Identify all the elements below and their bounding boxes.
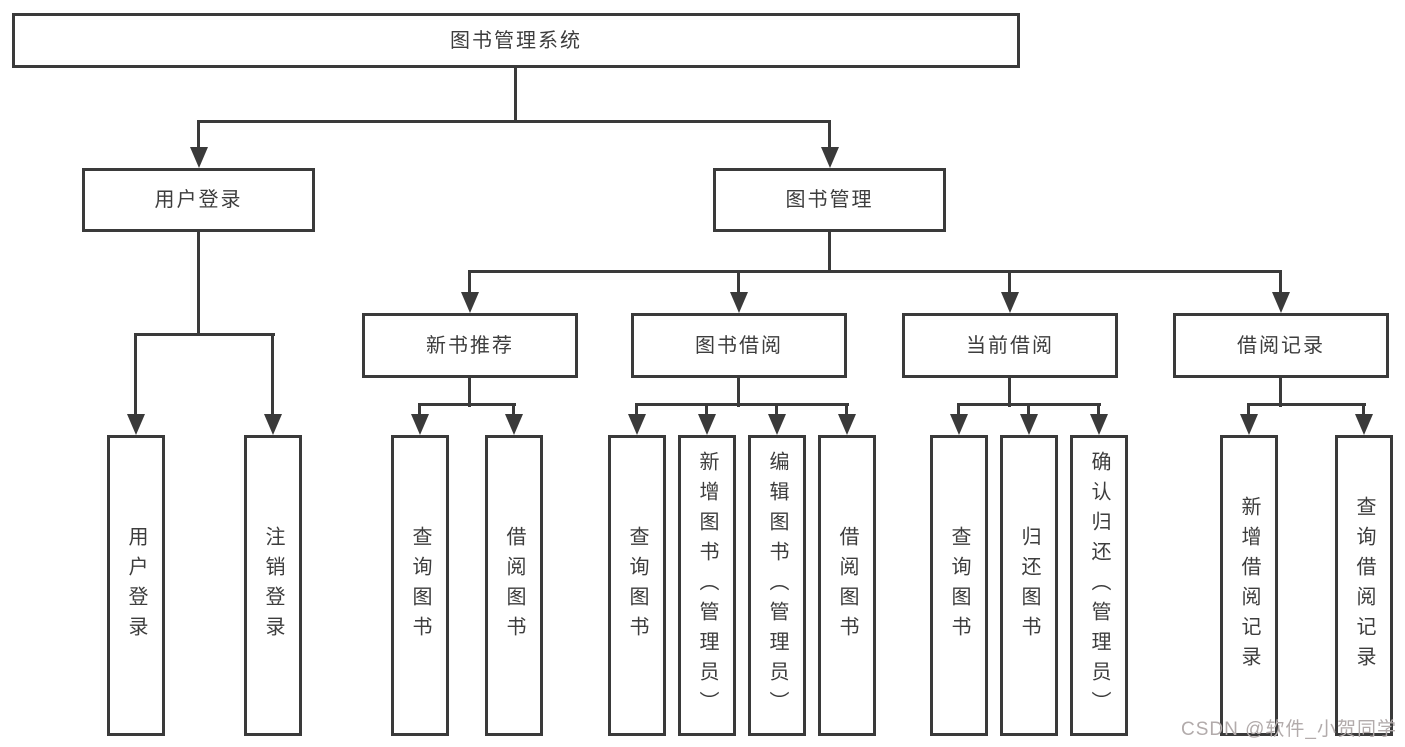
leaf-borrow-books-borrowing: 借阅图书 bbox=[818, 435, 876, 736]
connector-book-management-stem bbox=[828, 232, 831, 273]
arrowhead-down bbox=[1001, 292, 1019, 313]
arrowhead-down bbox=[821, 147, 839, 168]
arrowhead-down bbox=[127, 414, 145, 435]
node-borrowing-records: 借阅记录 bbox=[1173, 313, 1389, 378]
connector-drop-leaf bbox=[635, 403, 638, 416]
leaf-query-books-recommend: 查询图书 bbox=[391, 435, 449, 736]
arrowhead-down bbox=[698, 414, 716, 435]
connector-root-stem bbox=[514, 66, 517, 123]
arrowhead-down bbox=[838, 414, 856, 435]
arrowhead-down bbox=[1020, 414, 1038, 435]
connector-current-borrowing-stem bbox=[1008, 378, 1011, 407]
arrowhead-down bbox=[190, 147, 208, 168]
connector-drop-borrowing-records bbox=[1279, 270, 1282, 295]
connector-borrowing-records-bar bbox=[1247, 403, 1366, 406]
connector-drop-leaf bbox=[418, 403, 421, 416]
leaf-user-login: 用户登录 bbox=[107, 435, 165, 736]
connector-user-login-stem bbox=[197, 232, 200, 336]
connector-level1-bar bbox=[197, 120, 831, 123]
connector-drop-leaf bbox=[1247, 403, 1250, 416]
arrowhead-down bbox=[628, 414, 646, 435]
leaf-query-borrow-record: 查询借阅记录 bbox=[1335, 435, 1393, 736]
leaf-edit-book-admin: 编辑图书（管理员） bbox=[748, 435, 806, 736]
arrowhead-down bbox=[461, 292, 479, 313]
connector-drop-new-book bbox=[468, 270, 471, 295]
leaf-query-books-borrowing: 查询图书 bbox=[608, 435, 666, 736]
connector-drop-book-borrowing bbox=[737, 270, 740, 295]
arrowhead-down bbox=[264, 414, 282, 435]
connector-borrowing-records-stem bbox=[1279, 378, 1282, 407]
node-book-borrowing: 图书借阅 bbox=[631, 313, 847, 378]
connector-drop-leaf bbox=[271, 333, 274, 416]
connector-drop-leaf bbox=[705, 403, 708, 416]
arrowhead-down bbox=[1090, 414, 1108, 435]
connector-drop-leaf bbox=[512, 403, 515, 416]
connector-book-borrowing-bar bbox=[635, 403, 849, 406]
leaf-add-book-admin: 新增图书（管理员） bbox=[678, 435, 736, 736]
leaf-confirm-return-admin: 确认归还（管理员） bbox=[1070, 435, 1128, 736]
node-new-book-recommendation: 新书推荐 bbox=[362, 313, 578, 378]
connector-drop-user-login bbox=[197, 120, 200, 150]
connector-drop-book-management bbox=[828, 120, 831, 150]
leaf-return-books: 归还图书 bbox=[1000, 435, 1058, 736]
node-user-login: 用户登录 bbox=[82, 168, 315, 232]
connector-drop-leaf bbox=[1027, 403, 1030, 416]
connector-new-book-bar bbox=[418, 403, 516, 406]
connector-user-login-bar bbox=[134, 333, 275, 336]
node-current-borrowing: 当前借阅 bbox=[902, 313, 1118, 378]
leaf-borrow-books-recommend: 借阅图书 bbox=[485, 435, 543, 736]
arrowhead-down bbox=[730, 292, 748, 313]
connector-drop-leaf bbox=[775, 403, 778, 416]
connector-drop-leaf bbox=[845, 403, 848, 416]
csdn-watermark: CSDN @软件_小贺同学 bbox=[1181, 719, 1397, 740]
arrowhead-down bbox=[768, 414, 786, 435]
arrowhead-down bbox=[411, 414, 429, 435]
connector-book-borrowing-stem bbox=[737, 378, 740, 407]
node-root: 图书管理系统 bbox=[12, 13, 1020, 68]
leaf-query-books-current: 查询图书 bbox=[930, 435, 988, 736]
connector-level2-bar bbox=[468, 270, 1282, 273]
arrowhead-down bbox=[1240, 414, 1258, 435]
connector-drop-current-borrowing bbox=[1008, 270, 1011, 295]
connector-new-book-stem bbox=[468, 378, 471, 407]
arrowhead-down bbox=[505, 414, 523, 435]
arrowhead-down bbox=[1355, 414, 1373, 435]
connector-drop-leaf bbox=[1362, 403, 1365, 416]
connector-drop-leaf bbox=[134, 333, 137, 416]
arrowhead-down bbox=[1272, 292, 1290, 313]
node-book-management: 图书管理 bbox=[713, 168, 946, 232]
connector-drop-leaf bbox=[1097, 403, 1100, 416]
leaf-add-borrow-record: 新增借阅记录 bbox=[1220, 435, 1278, 736]
leaf-logout: 注销登录 bbox=[244, 435, 302, 736]
arrowhead-down bbox=[950, 414, 968, 435]
connector-drop-leaf bbox=[957, 403, 960, 416]
